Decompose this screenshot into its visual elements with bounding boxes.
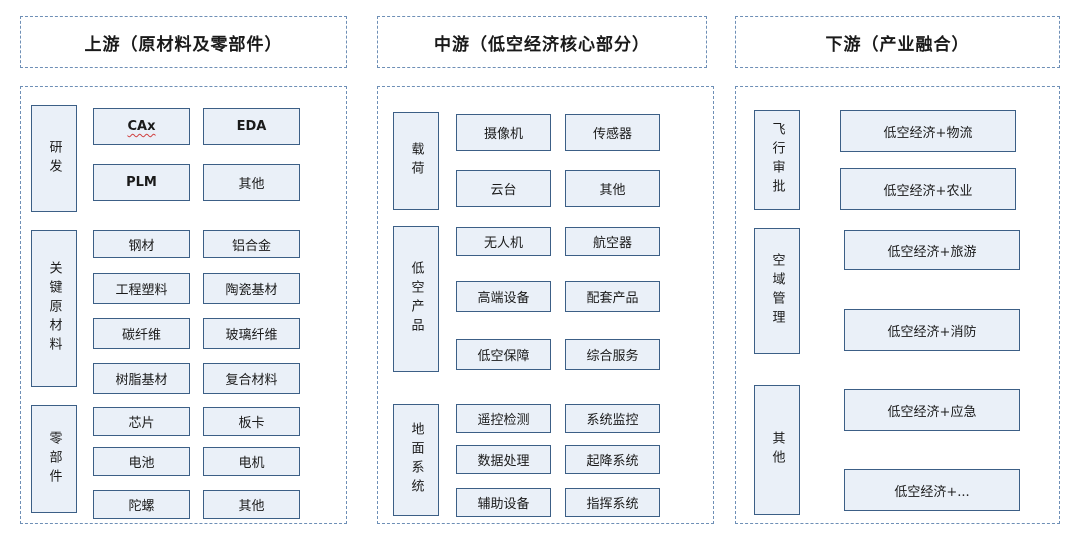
item-more: 低空经济+... [844, 469, 1020, 511]
item-camera: 摄像机 [456, 114, 551, 151]
item-aircraft: 航空器 [565, 227, 660, 256]
item-agriculture: 低空经济+农业 [840, 168, 1016, 210]
item-low-altitude-support: 低空保障 [456, 339, 551, 370]
item-emergency: 低空经济+应急 [844, 389, 1020, 431]
group-label-airspace-management: 空域管理 [754, 228, 800, 354]
item-auxiliary-equipment: 辅助设备 [456, 488, 551, 517]
item-command-system: 指挥系统 [565, 488, 660, 517]
item-logistics: 低空经济+物流 [840, 110, 1016, 152]
item-tourism: 低空经济+旅游 [844, 230, 1020, 270]
midstream-panel [377, 86, 714, 524]
item-high-end-equipment: 高端设备 [456, 281, 551, 312]
item-aluminum: 铝合金 [203, 230, 300, 258]
group-label-low-altitude-products: 低空产品 [393, 226, 439, 372]
downstream-panel [735, 86, 1060, 524]
group-label-materials: 关键原材料 [31, 230, 77, 387]
item-drone: 无人机 [456, 227, 551, 256]
item-takeoff-landing: 起降系统 [565, 445, 660, 474]
item-carbon-fiber: 碳纤维 [93, 318, 190, 349]
item-motor: 电机 [203, 447, 300, 476]
item-integrated-services: 综合服务 [565, 339, 660, 370]
group-label-payload: 载荷 [393, 112, 439, 210]
item-cax: CAx [93, 108, 190, 145]
upstream-panel [20, 86, 347, 524]
item-sensor: 传感器 [565, 114, 660, 151]
group-label-components: 零部件 [31, 405, 77, 513]
item-steel: 钢材 [93, 230, 190, 258]
item-gimbal: 云台 [456, 170, 551, 207]
item-supporting-products: 配套产品 [565, 281, 660, 312]
item-eda: EDA [203, 108, 300, 145]
item-system-monitoring: 系统监控 [565, 404, 660, 433]
item-remote-detection: 遥控检测 [456, 404, 551, 433]
item-plm: PLM [93, 164, 190, 201]
item-other-payload: 其他 [565, 170, 660, 207]
group-label-other: 其他 [754, 385, 800, 515]
item-eng-plastic: 工程塑料 [93, 273, 190, 304]
midstream-header: 中游（低空经济核心部分） [377, 16, 707, 68]
item-composite: 复合材料 [203, 363, 300, 394]
group-label-flight-approval: 飞行审批 [754, 110, 800, 210]
item-glass-fiber: 玻璃纤维 [203, 318, 300, 349]
item-battery: 电池 [93, 447, 190, 476]
item-data-processing: 数据处理 [456, 445, 551, 474]
item-other-parts: 其他 [203, 490, 300, 519]
group-label-rnd: 研发 [31, 105, 77, 212]
item-board: 板卡 [203, 407, 300, 436]
item-ceramic: 陶瓷基材 [203, 273, 300, 304]
item-chip: 芯片 [93, 407, 190, 436]
item-fire-fighting: 低空经济+消防 [844, 309, 1020, 351]
item-gyro: 陀螺 [93, 490, 190, 519]
group-label-ground-system: 地面系统 [393, 404, 439, 516]
upstream-header: 上游（原材料及零部件） [20, 16, 347, 68]
item-resin: 树脂基材 [93, 363, 190, 394]
item-other: 其他 [203, 164, 300, 201]
downstream-header: 下游（产业融合） [735, 16, 1060, 68]
